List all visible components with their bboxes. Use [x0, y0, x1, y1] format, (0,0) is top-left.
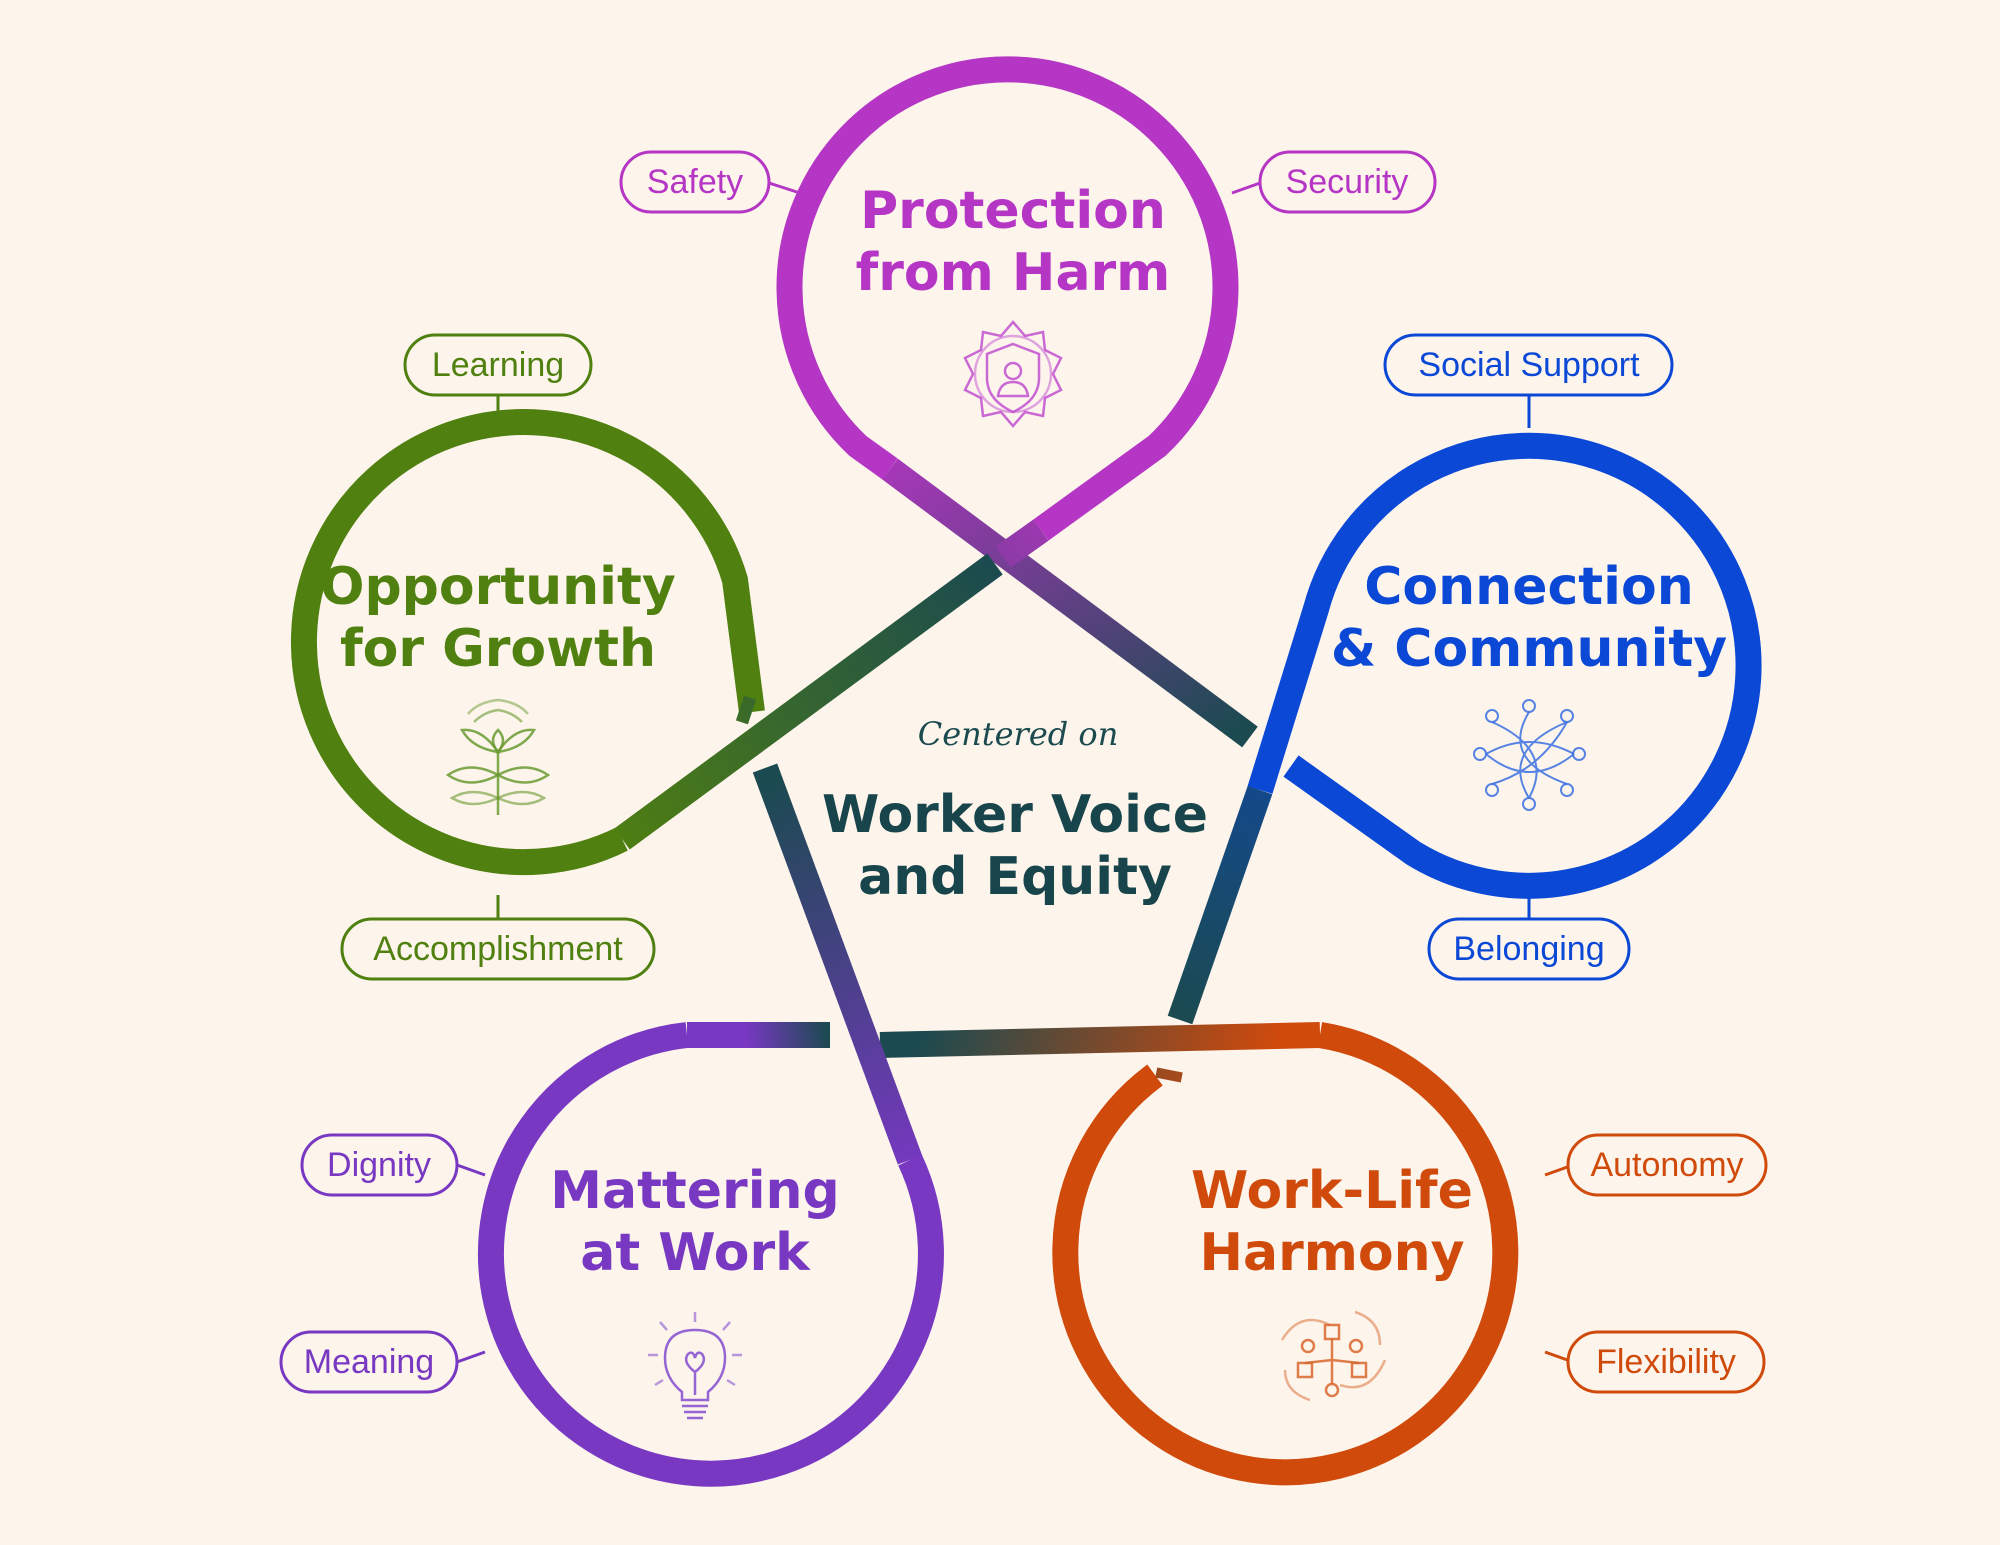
growth-title-line1: Opportunity: [320, 557, 676, 617]
protection-loop: [776, 56, 1239, 541]
connection-title-line2: & Community: [1331, 619, 1727, 679]
protection-lower-left-leg: [614, 553, 1003, 850]
tag-flexibility: Flexibility: [1566, 1330, 1766, 1394]
tag-belonging: Belonging: [1427, 917, 1631, 981]
protection-lobe-left-leg: [995, 519, 1049, 568]
tag-social-support: Social Support: [1383, 333, 1674, 397]
center-title-line1: Worker Voice: [822, 785, 1208, 845]
meaning-connector: [456, 1350, 486, 1364]
tag-meaning: Meaning: [279, 1330, 459, 1394]
connection-lower-leg: [1167, 785, 1273, 1025]
growth-title-line2: for Growth: [340, 619, 656, 679]
tag-label: Security: [1286, 163, 1409, 201]
worklife-upper-right-leg: [1155, 1067, 1183, 1083]
mattering-loop: [477, 1022, 944, 1487]
growth-right-leg: [735, 695, 757, 725]
tag-safety: Safety: [619, 150, 771, 214]
tag-label: Belonging: [1453, 930, 1604, 968]
protection-lobe-right-leg: [882, 458, 1258, 748]
tag-label: Meaning: [304, 1343, 434, 1381]
tag-label: Social Support: [1418, 346, 1640, 384]
tag-label: Safety: [647, 163, 743, 201]
tag-autonomy: Autonomy: [1566, 1133, 1768, 1197]
dignity-connector: [456, 1163, 486, 1177]
lotus-plant-icon: [445, 698, 551, 815]
center-kicker: Centered on: [918, 715, 1119, 753]
worklife-title-line2: Harmony: [1199, 1223, 1464, 1283]
connection-loop: [1247, 432, 1762, 899]
tag-label: Autonomy: [1590, 1146, 1743, 1184]
tag-dignity: Dignity: [300, 1133, 459, 1197]
worklife-top-bar: [879, 1022, 1321, 1058]
security-connector: [1231, 181, 1261, 195]
swirl-nodes-icon: [1280, 1310, 1387, 1402]
lightbulb-heart-icon: [648, 1312, 742, 1420]
tag-label: Learning: [432, 346, 564, 384]
tag-label: Accomplishment: [373, 930, 623, 968]
mattering-right-leg: [752, 763, 923, 1165]
worklife-loop: [1052, 1022, 1519, 1486]
protection-title-line1: Protection: [860, 181, 1166, 241]
connection-title-line1: Connection: [1364, 557, 1693, 617]
tag-learning: Learning: [403, 333, 593, 397]
network-icon: [1473, 699, 1586, 811]
center-title-line2: and Equity: [858, 847, 1172, 907]
tag-accomplishment: Accomplishment: [340, 917, 656, 981]
tag-label: Flexibility: [1596, 1343, 1736, 1381]
tag-label: Dignity: [327, 1146, 431, 1184]
growth-loop: [290, 409, 765, 876]
shield-person-icon: [963, 320, 1063, 428]
protection-title-line2: from Harm: [856, 243, 1171, 303]
safety-connector: [768, 181, 801, 195]
tag-security: Security: [1258, 150, 1437, 214]
mattering-title-line1: Mattering: [550, 1161, 840, 1221]
worklife-title-line1: Work-Life: [1191, 1161, 1473, 1221]
mattering-title-line2: at Work: [580, 1223, 811, 1283]
